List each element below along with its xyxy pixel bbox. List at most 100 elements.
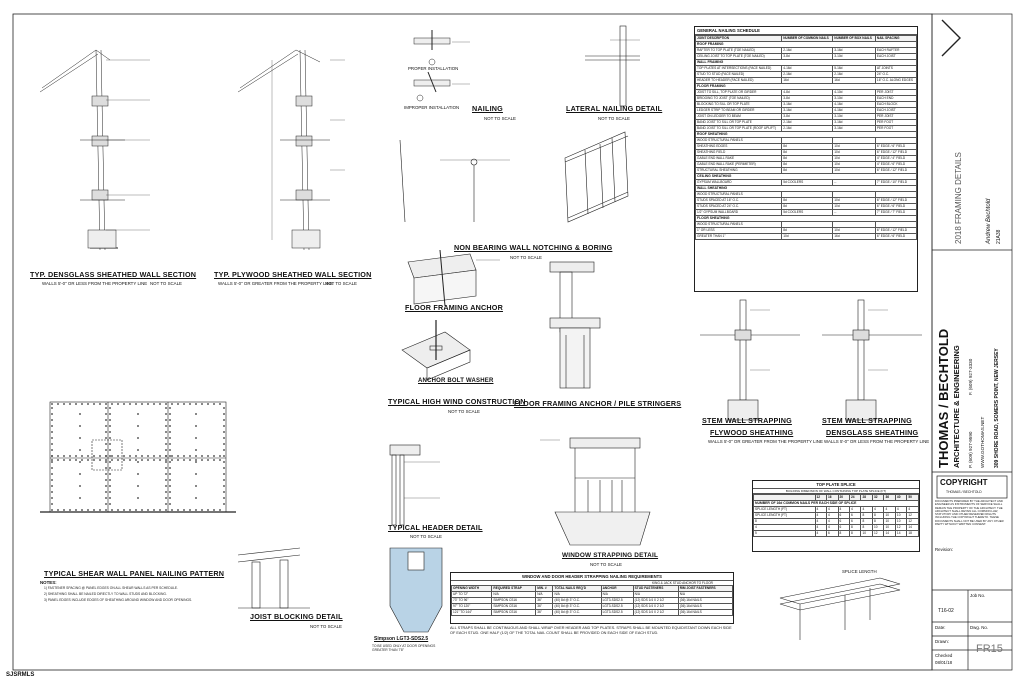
nail-dot [109,479,111,481]
nail-dot [135,509,137,511]
stem-densglass-title: STEM WALL STRAPPING [822,416,912,425]
table-cell: NUMBER OF BOX NAILS [832,35,876,42]
copyright-heading: COPYRIGHT [940,478,988,487]
table-cell: TOP PLATES AT INTERSECTIONS (FACE NAILED… [694,65,783,72]
architect-name: Andrew Bechtold [986,198,992,244]
nail-dot [195,413,197,415]
pile-stringers-title: FLOOR FRAMING ANCHOR / PILE STRINGERS [514,399,682,408]
checked-date: 08/01/18 [935,660,953,665]
nail-dot [141,455,143,457]
nail-dot [51,425,53,427]
nail-dot [169,479,171,481]
anchor-bolt-washer [401,320,471,381]
nail-dot [69,459,71,461]
nail-dot [105,479,107,481]
nail-dot [165,497,167,499]
nail-dot [137,437,139,439]
nail-dot [51,419,53,421]
table-cell: 5 [753,530,816,537]
nail-dot [207,509,209,511]
densglass-section-title: TYP. DENSGLASS SHEATHED WALL SECTION [30,270,197,279]
nail-dot [51,503,53,505]
nail-dot [75,455,77,457]
nail-dot [129,509,131,511]
nail-dot [51,431,53,433]
stem-flywood-note: WALLS 5'-0" OR GREATER FROM THE PROPERTY… [708,439,823,444]
nail-dot [109,455,111,457]
nail-dot [109,413,111,415]
nail-dot [223,461,225,463]
nailing-detail [413,30,470,102]
nail-dot [223,419,225,421]
table-cell: BAND JOIST TO SILL OR TOP PLATE (ROOF UP… [694,125,783,132]
nail-dot [117,459,119,461]
nail-dot [223,485,225,487]
nail-dot [189,459,191,461]
nail-dot [79,485,81,487]
top-plate-splice-drawing [779,577,901,640]
revision-label: Revision: [935,547,954,552]
nail-dot [87,403,89,405]
header-detail-scale: NOT TO SCALE [410,534,442,539]
general-nailing-schedule: GENERAL NAILING SCHEDULE JOINT DESCRIPTI… [694,26,918,292]
nail-dot [75,509,77,511]
nail-dot [105,485,107,487]
nail-dot [69,403,71,405]
nail-dot [51,449,53,451]
nail-dot [129,403,131,405]
nail-dot [135,403,137,405]
nail-dot [69,509,71,511]
table-cell: 4 [814,530,828,537]
nail-dot [105,509,107,511]
nail-dot [195,437,197,439]
nail-dot [51,459,53,461]
table-cell: (40) 8d @ 3" O.C. [552,609,602,616]
nail-dot [219,459,221,461]
nail-dot [165,437,167,439]
densglass-section-subtitle: WALLS 5'-0" OR LESS FROM THE PROPERTY LI… [42,281,148,286]
nail-dot [223,479,225,481]
nail-dot [135,459,137,461]
nail-dot [117,509,119,511]
nail-dot [137,497,139,499]
table-cell: NUMBER OF COMMON NAILS [781,35,834,42]
nail-dot [195,497,197,499]
nail-dot [105,403,107,405]
nail-dot [137,485,139,487]
firm-fax: F. (609) 927-3330 [968,358,973,395]
proper-install-label: PROPER INSTALLATION [408,66,459,71]
nail-dot [111,509,113,511]
simpson-note: TO BE USED ONLY AT DOOR OPENINGS GREATER… [372,644,436,652]
copyright-sub: THOMAS / BECHTOLD [946,490,982,494]
nail-dot [81,509,83,511]
stem-wall-strapping-flywood [700,299,800,421]
note-3: 3) PANEL EDGES INCLUDE EDGES OF SHEATHIN… [44,598,193,602]
nail-dot [153,455,155,457]
window-strapping-detail [540,437,651,546]
nail-dot [109,491,111,493]
nail-dot [129,459,131,461]
nail-dot [109,467,111,469]
nail-dot [169,491,171,493]
table-cell: 16d [832,233,876,240]
nailing-scale: NOT TO SCALE [484,116,516,121]
nail-dot [207,455,209,457]
table-cell: 121" TO 144" [450,609,493,616]
stem-flywood-title: STEM WALL STRAPPING [702,416,792,425]
nail-dot [105,491,107,493]
nail-dot [109,407,111,409]
nail-dot [165,485,167,487]
nail-dot [219,509,221,511]
stem-flywood-subtitle: FLYWOOD SHEATHING [710,428,794,437]
joist-blocking-title: JOIST BLOCKING DETAIL [250,612,343,621]
high-wind-scale: NOT TO SCALE [448,409,480,414]
nail-dot [51,413,53,415]
nail-dot [169,503,171,505]
nail-dot [183,403,185,405]
nail-dot [169,407,171,409]
nail-dot [137,473,139,475]
